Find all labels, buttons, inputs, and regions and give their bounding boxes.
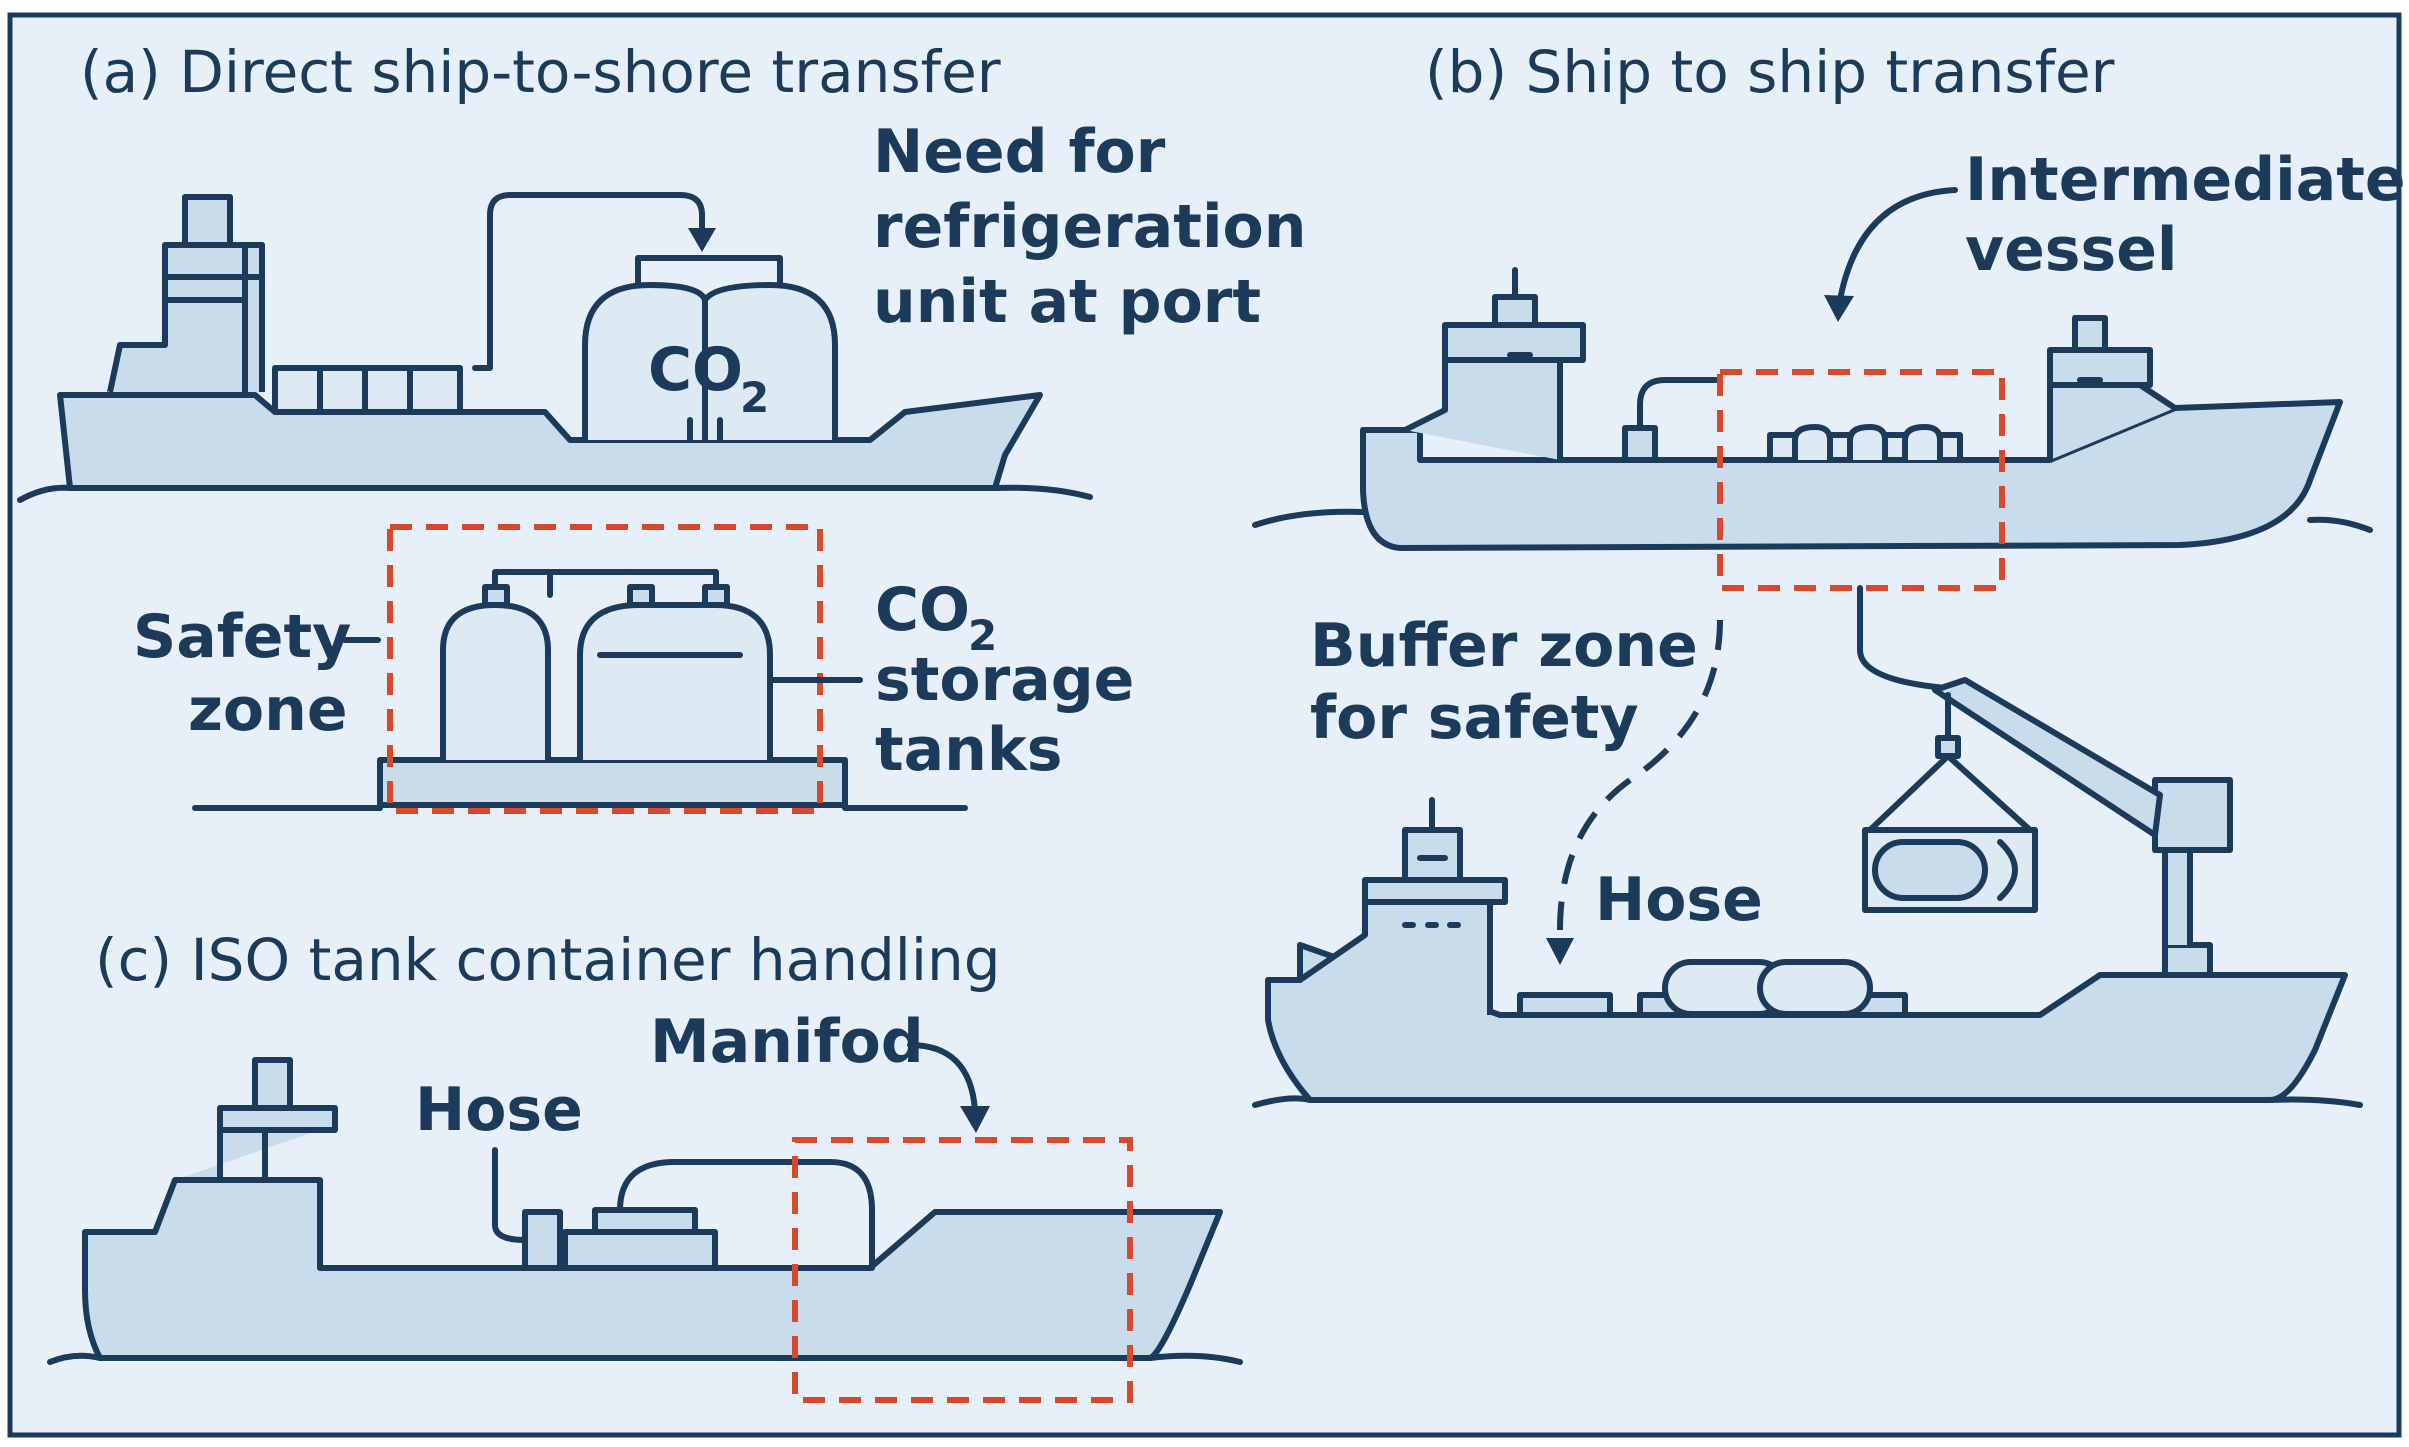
hose-label-b: Hose (1595, 865, 1763, 935)
panel-a-title: (a) Direct ship-to-shore transfer (80, 38, 1001, 106)
buffer-zone-label-line2: for safety (1310, 683, 1639, 753)
panel-b: (b) Ship to ship transfer Intermediate v… (1252, 38, 2406, 1108)
buffer-zone-label-line1: Buffer zone (1310, 611, 1698, 681)
panel-c-title: (c) ISO tank container handling (95, 926, 1001, 994)
refrigeration-note-line2: refrigeration (873, 192, 1306, 262)
ship-c (47, 1057, 1243, 1365)
hose-label-c: Hose (415, 1075, 583, 1145)
storage-label-co2: CO (875, 575, 970, 645)
intermediate-vessel-label-line1: Intermediate (1965, 145, 2406, 215)
refrigeration-note-line1: Need for (873, 117, 1166, 187)
panel-a: (a) Direct ship-to-shore transfer CO 2 N (17, 38, 1306, 814)
dashed-transfer-line (1557, 619, 1723, 931)
arrow-head-a (688, 228, 716, 252)
storage-label-subscript: 2 (968, 611, 997, 660)
safety-zone-label-line2: zone (188, 675, 348, 745)
shore-storage (192, 524, 968, 814)
safety-zone-label-line1: Safety (133, 602, 351, 672)
panel-b-title: (b) Ship to ship transfer (1425, 38, 2115, 106)
ship-b-bottom (1252, 677, 2363, 1108)
co2-tank-subscript: 2 (740, 373, 769, 422)
refrigeration-note-line3: unit at port (873, 267, 1261, 337)
intermediate-vessel-label-line2: vessel (1965, 215, 2178, 285)
panel-c: (c) ISO tank container handling Manifod … (47, 926, 1243, 1403)
manifold-label: Manifod (650, 1007, 924, 1077)
ship-a: CO 2 (17, 192, 1093, 503)
ship-b-top (1252, 267, 2373, 591)
arrow-head-intermediate (1824, 295, 1854, 322)
storage-label-line1: storage (875, 645, 1134, 715)
manifold-zone-box (792, 1137, 1133, 1403)
arrow-head-hose-b (1546, 938, 1574, 965)
arrow-head-manifold (960, 1106, 990, 1133)
storage-label-line2: tanks (875, 715, 1063, 785)
co2-tank-label: CO (648, 335, 743, 405)
